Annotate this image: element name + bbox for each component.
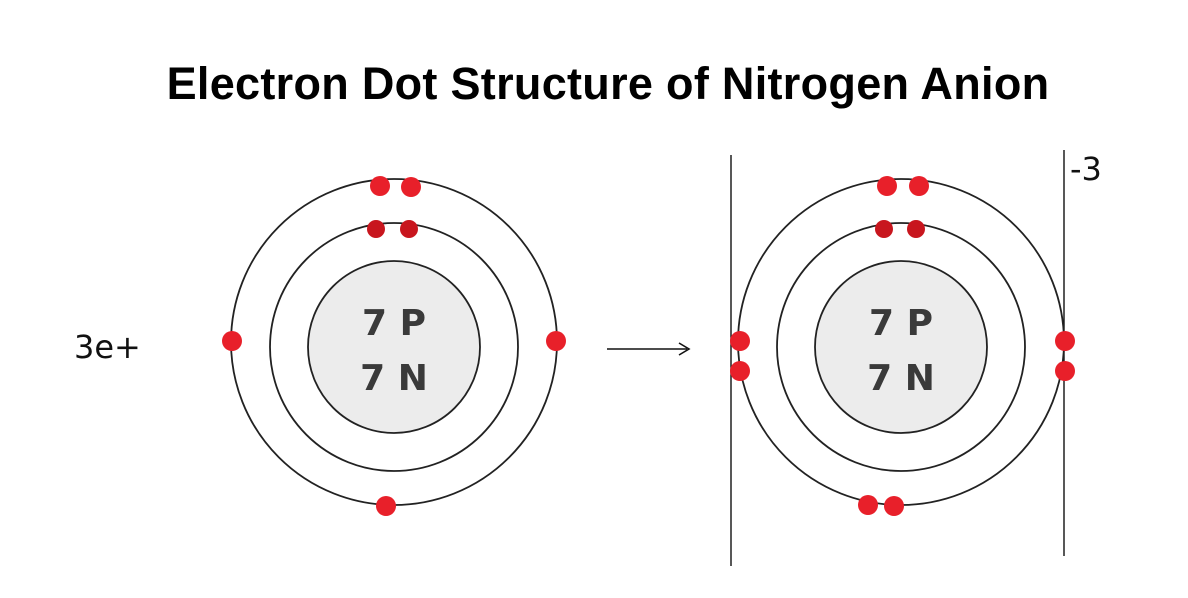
ion-charge-label: -3 [1070, 150, 1102, 188]
electron [376, 496, 396, 516]
electron [858, 495, 878, 515]
neutron-count: 7 N [360, 358, 428, 399]
diagram-title: Electron Dot Structure of Nitrogen Anion [166, 58, 1050, 109]
electron [370, 176, 390, 196]
electron-gain-label: 3e+ [74, 328, 141, 366]
electron [730, 331, 750, 351]
electron [1055, 331, 1075, 351]
electron [1055, 361, 1075, 381]
reaction-arrow [607, 342, 691, 356]
nitrogen-atom: 7 P 7 N [222, 176, 566, 516]
neutron-count: 7 N [867, 358, 935, 399]
electron [400, 220, 418, 238]
electron [875, 220, 893, 238]
inner-shell [269, 222, 519, 472]
electron [546, 331, 566, 351]
electron [401, 177, 421, 197]
nitrogen-anion: 7 P 7 N [730, 176, 1075, 516]
electron [884, 496, 904, 516]
electron [877, 176, 897, 196]
proton-count: 7 P [869, 303, 933, 344]
inner-shell [776, 222, 1026, 472]
nucleus [307, 260, 481, 434]
proton-count: 7 P [362, 303, 426, 344]
electron [907, 220, 925, 238]
nucleus [814, 260, 988, 434]
electron [909, 176, 929, 196]
electron [367, 220, 385, 238]
electron [222, 331, 242, 351]
electron [730, 361, 750, 381]
